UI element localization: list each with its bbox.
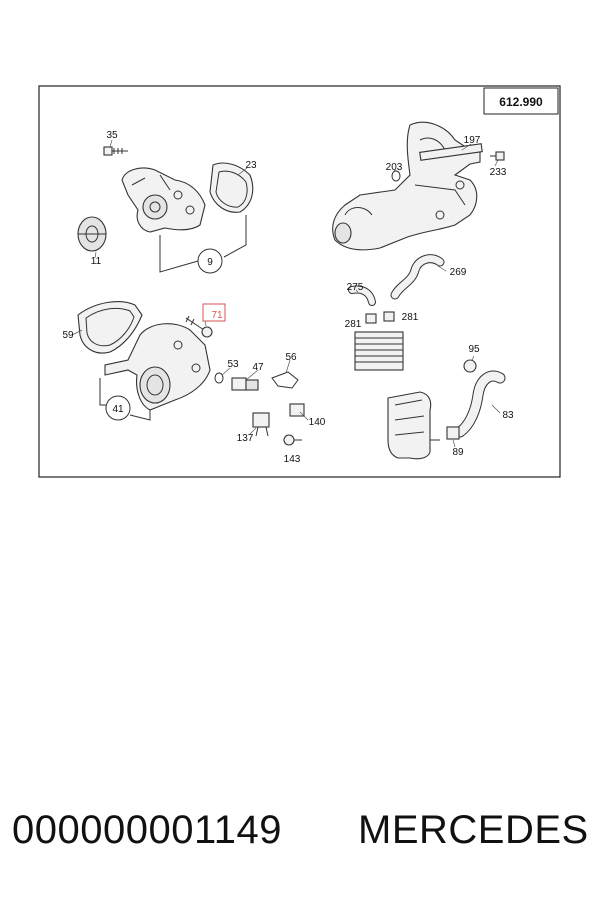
callout-281-left: 281 — [345, 319, 362, 330]
footer: 000000001149 MERCEDES — [0, 800, 600, 860]
callout-203: 203 — [386, 162, 403, 173]
callout-71: 71 — [211, 310, 223, 321]
part-number: 000000001149 — [12, 808, 282, 852]
callout-53: 53 — [227, 359, 239, 370]
callout-275: 275 — [347, 282, 364, 293]
callout-41: 41 — [112, 404, 124, 415]
callout-circle-41 — [105, 395, 131, 421]
callout-281-right: 281 — [402, 312, 419, 323]
water-pump — [77, 146, 254, 274]
callouts: 35 23 11 9 197 203 233 269 275 281 281 5… — [62, 130, 514, 465]
coolant-hoses — [348, 254, 445, 371]
oil-cooler-housing — [387, 359, 506, 460]
callout-95: 95 — [468, 344, 480, 355]
callout-89: 89 — [452, 447, 464, 458]
coolant-housing — [332, 121, 505, 251]
callout-11: 11 — [91, 256, 102, 267]
highlight-box-71 — [202, 303, 226, 322]
callout-137: 137 — [237, 433, 254, 444]
callout-197: 197 — [464, 135, 481, 146]
ref-code-box — [483, 87, 559, 115]
callout-59: 59 — [62, 330, 74, 341]
callout-9: 9 — [207, 257, 213, 268]
callout-47: 47 — [252, 362, 264, 373]
callout-35: 35 — [106, 130, 118, 141]
callout-269: 269 — [450, 267, 467, 278]
callout-56: 56 — [285, 352, 297, 363]
callout-140: 140 — [309, 417, 326, 428]
callout-circle-9 — [197, 248, 223, 274]
callout-143: 143 — [284, 454, 301, 465]
brand-name: MERCEDES — [358, 808, 589, 852]
callout-23: 23 — [245, 160, 257, 171]
ref-code: 612.990 — [499, 95, 543, 109]
callout-83: 83 — [502, 410, 514, 421]
thermostat-housing — [77, 301, 305, 446]
callout-233: 233 — [490, 167, 507, 178]
